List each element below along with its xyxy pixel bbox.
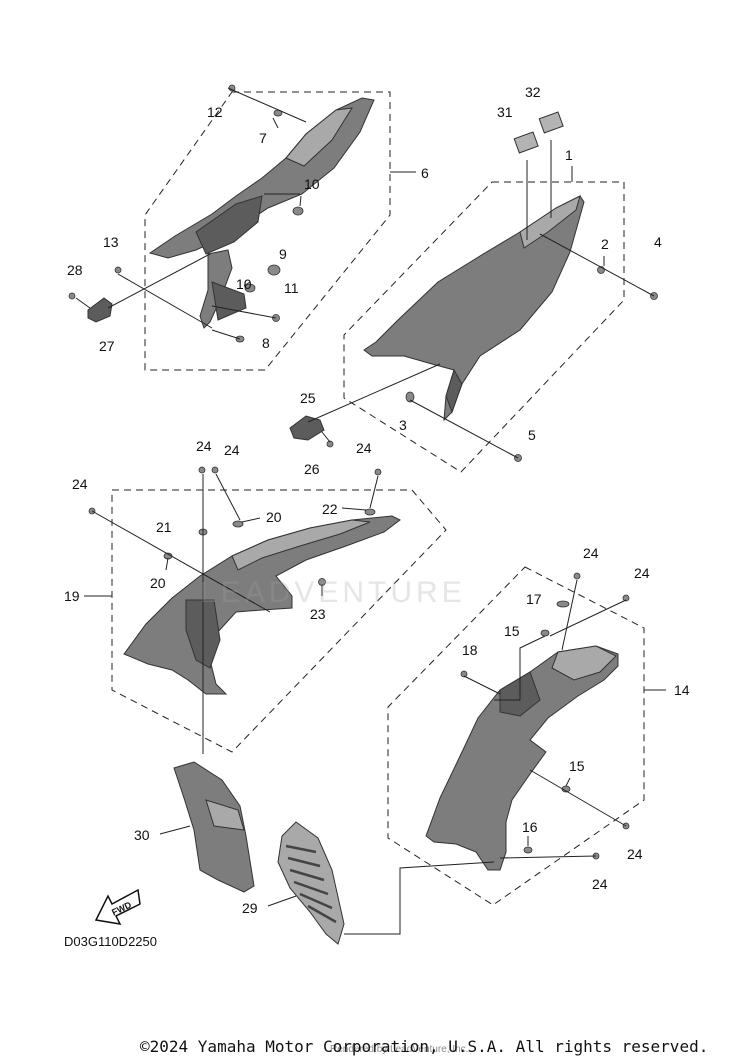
damper-10-upper[interactable] (292, 206, 304, 216)
group-outline-19 (111, 489, 447, 753)
collar-16[interactable] (523, 846, 533, 854)
callout-1: 1 (565, 147, 573, 163)
callout-30: 30 (134, 827, 150, 843)
callout-23: 23 (310, 606, 326, 622)
callout-24-b: 24 (224, 442, 240, 458)
callout-2: 2 (601, 236, 609, 252)
bolt-26[interactable] (326, 440, 334, 448)
callout-25: 25 (300, 390, 316, 406)
callout-32: 32 (525, 84, 541, 100)
callout-3: 3 (399, 417, 407, 433)
callout-4: 4 (654, 234, 662, 250)
callout-24-h: 24 (592, 876, 608, 892)
bolt-24-d[interactable] (374, 468, 382, 476)
decal-32[interactable] (538, 111, 564, 134)
callout-24-a: 24 (196, 438, 212, 454)
callout-15-b: 15 (569, 758, 585, 774)
damper-15-a[interactable] (540, 629, 550, 637)
clip-27[interactable] (87, 297, 113, 323)
bolt-24-b[interactable] (211, 466, 219, 474)
callout-17: 17 (526, 591, 542, 607)
bolt-24-a[interactable] (198, 466, 206, 474)
callout-6: 6 (421, 165, 429, 181)
callout-13: 13 (103, 234, 119, 250)
callouts: 1 2 3 4 5 6 7 8 9 10 10 11 12 13 14 15 1… (64, 84, 690, 916)
callout-11: 11 (284, 280, 299, 296)
callout-10-lower: 10 (236, 276, 252, 292)
bolt-24-e[interactable] (573, 572, 581, 580)
group-outline-1 (343, 181, 625, 473)
callout-18: 18 (462, 642, 478, 658)
side-cover-14[interactable] (425, 645, 619, 871)
leader-lines (75, 87, 666, 935)
callout-28: 28 (67, 262, 83, 278)
callout-27: 27 (99, 338, 115, 354)
grommet-3[interactable] (405, 391, 415, 403)
watermark-text: LEADVENTURE (200, 576, 466, 609)
inner-panel-30-detail (205, 799, 245, 831)
copyright-notice: ©2024 Yamaha Motor Corporation, U.S.A. A… (140, 1037, 709, 1056)
callout-24-d: 24 (356, 440, 372, 456)
radiator-grille-29[interactable] (277, 821, 345, 945)
callout-24-e: 24 (583, 545, 599, 561)
collar-17[interactable] (556, 600, 570, 608)
callout-31: 31 (497, 104, 513, 120)
bolt-13[interactable] (114, 266, 122, 274)
fwd-arrow-icon: FWD (94, 888, 141, 925)
bracket-25[interactable] (289, 415, 325, 441)
bolt-24-f[interactable] (622, 594, 630, 602)
callout-5: 5 (528, 427, 536, 443)
callout-20-b: 20 (150, 575, 166, 591)
inner-panel-30[interactable] (173, 761, 255, 893)
callout-9: 9 (279, 246, 287, 262)
grommet-9[interactable] (267, 264, 281, 276)
bolt-28[interactable] (68, 292, 76, 300)
callout-12: 12 (207, 104, 223, 120)
callout-21: 21 (156, 519, 172, 535)
callout-24-f: 24 (634, 565, 650, 581)
callout-29: 29 (242, 900, 258, 916)
callout-20-a: 20 (266, 509, 282, 525)
damper-20-a[interactable] (232, 520, 244, 528)
callout-7: 7 (259, 130, 267, 146)
collar-22[interactable] (364, 508, 376, 516)
callout-8: 8 (262, 335, 270, 351)
callout-14: 14 (674, 682, 690, 698)
callout-22: 22 (322, 501, 338, 517)
callout-19: 19 (64, 588, 80, 604)
diagram-code: D03G110D2250 (64, 934, 157, 949)
decal-31[interactable] (513, 131, 539, 154)
bolt-18[interactable] (460, 670, 468, 678)
rendered-by-text: Rendered by LeadVenture, Inc. (330, 1044, 469, 1055)
side-cover-1[interactable] (363, 195, 585, 422)
callout-24-c: 24 (72, 476, 88, 492)
callout-10-upper: 10 (304, 176, 320, 192)
group-outline-6 (144, 91, 391, 371)
callout-15-a: 15 (504, 623, 520, 639)
callout-24-g: 24 (627, 846, 643, 862)
callout-26: 26 (304, 461, 320, 477)
callout-16: 16 (522, 819, 538, 835)
side-cover-19[interactable] (123, 515, 401, 695)
damper-10-lower[interactable] (244, 283, 256, 293)
group-outline-14 (387, 566, 645, 906)
